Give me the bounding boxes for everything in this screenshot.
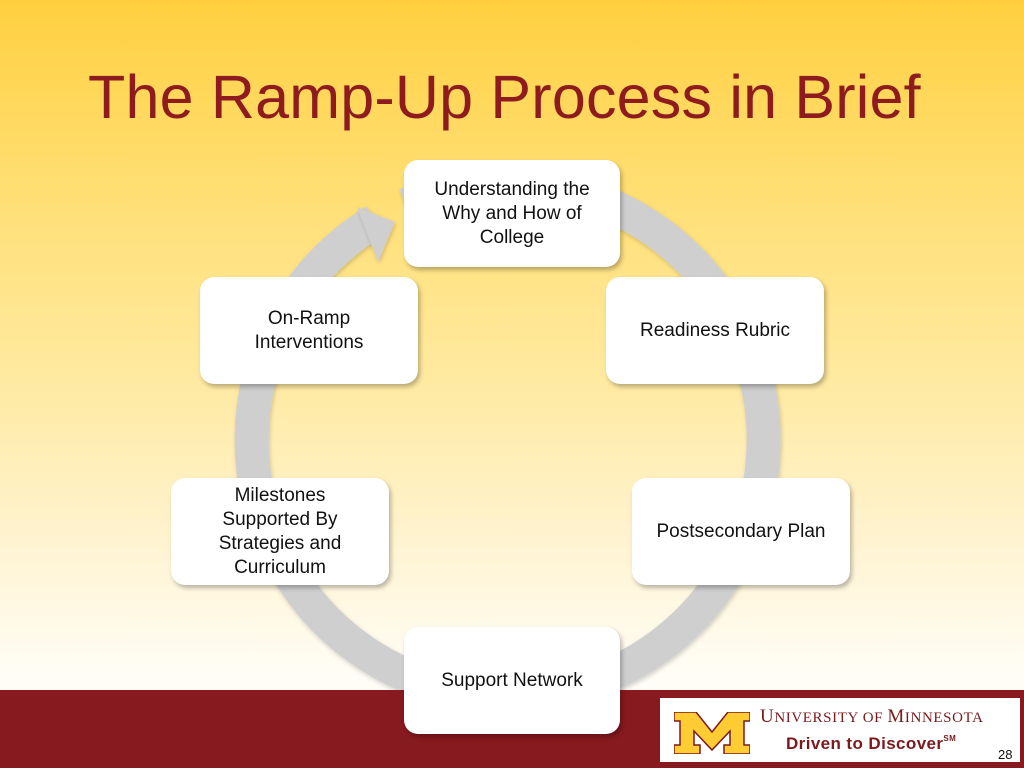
university-logo: UNIVERSITY OF MINNESOTA Driven to Discov… xyxy=(660,698,1020,762)
cycle-node-readiness-rubric: Readiness Rubric xyxy=(606,277,824,384)
cycle-node-label: Readiness Rubric xyxy=(640,319,790,341)
cycle-node-label: Support Network xyxy=(441,669,583,691)
cycle-node-label: Understanding the Why and How of College xyxy=(434,178,590,248)
cycle-node-support-network: Support Network xyxy=(404,627,620,734)
cycle-arrowhead-icon xyxy=(357,207,395,262)
slide-title: The Ramp-Up Process in Brief xyxy=(88,63,921,131)
cycle-node-on-ramp: On-Ramp Interventions xyxy=(200,277,418,384)
cycle-node-label: Milestones Supported By Strategies and C… xyxy=(218,484,342,578)
university-tagline: Driven to DiscoverSM xyxy=(786,734,957,753)
page-number: 28 xyxy=(998,747,1013,762)
cycle-node-postsecondary-plan: Postsecondary Plan xyxy=(632,478,850,585)
block-m-logo-icon xyxy=(674,712,750,754)
cycle-node-label: Postsecondary Plan xyxy=(656,520,826,542)
cycle-node-label: On-Ramp Interventions xyxy=(254,307,364,353)
cycle-node-understanding: Understanding the Why and How of College xyxy=(404,160,620,267)
cycle-node-milestones: Milestones Supported By Strategies and C… xyxy=(171,478,389,585)
university-name: UNIVERSITY OF MINNESOTA xyxy=(760,706,984,727)
cycle-arc xyxy=(234,166,781,713)
